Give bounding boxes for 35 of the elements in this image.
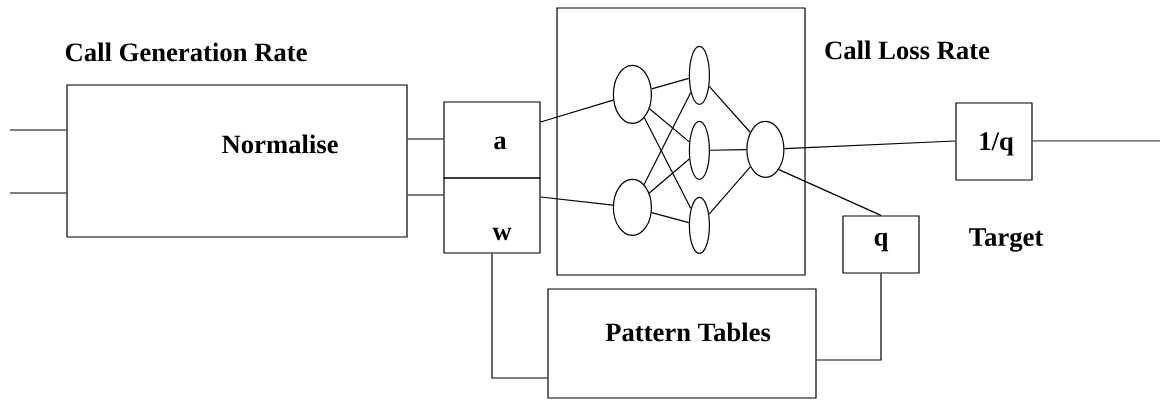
connector-line	[1032, 140, 1161, 142]
process-box: Pattern Tables	[547, 288, 817, 399]
connector-line	[651, 77, 690, 90]
connector-line	[708, 166, 751, 215]
connector-line	[407, 138, 444, 140]
connector-line	[648, 158, 690, 194]
process-box: w	[443, 177, 541, 254]
neuron-circle	[688, 45, 710, 105]
connector-line	[709, 149, 747, 151]
neuron-circle	[612, 178, 652, 236]
process-box: q	[842, 215, 920, 274]
connector-line	[651, 211, 690, 224]
connector-line	[9, 129, 67, 131]
process-box: 1/q	[955, 102, 1033, 181]
connector-line	[648, 108, 690, 143]
connector-line	[407, 194, 444, 196]
process-box: a	[443, 101, 541, 179]
neuron-circle	[746, 120, 785, 178]
neuron-circle	[688, 196, 710, 254]
connector-line	[540, 196, 614, 206]
signal-label: Call Loss Rate	[825, 40, 990, 60]
connector-line	[540, 99, 614, 123]
connector-line	[783, 140, 956, 150]
connector-line	[778, 169, 882, 216]
neuron-circle	[688, 120, 710, 180]
signal-label: Target	[969, 228, 1044, 252]
connector-line	[816, 273, 882, 361]
connector-line	[9, 192, 67, 194]
neuron-circle	[612, 64, 652, 124]
connector-line	[643, 91, 692, 185]
connector-line	[708, 85, 751, 133]
network-box	[556, 7, 806, 276]
connector-line	[643, 117, 692, 210]
process-box: Normalise	[66, 84, 408, 238]
connector-line	[491, 253, 548, 379]
